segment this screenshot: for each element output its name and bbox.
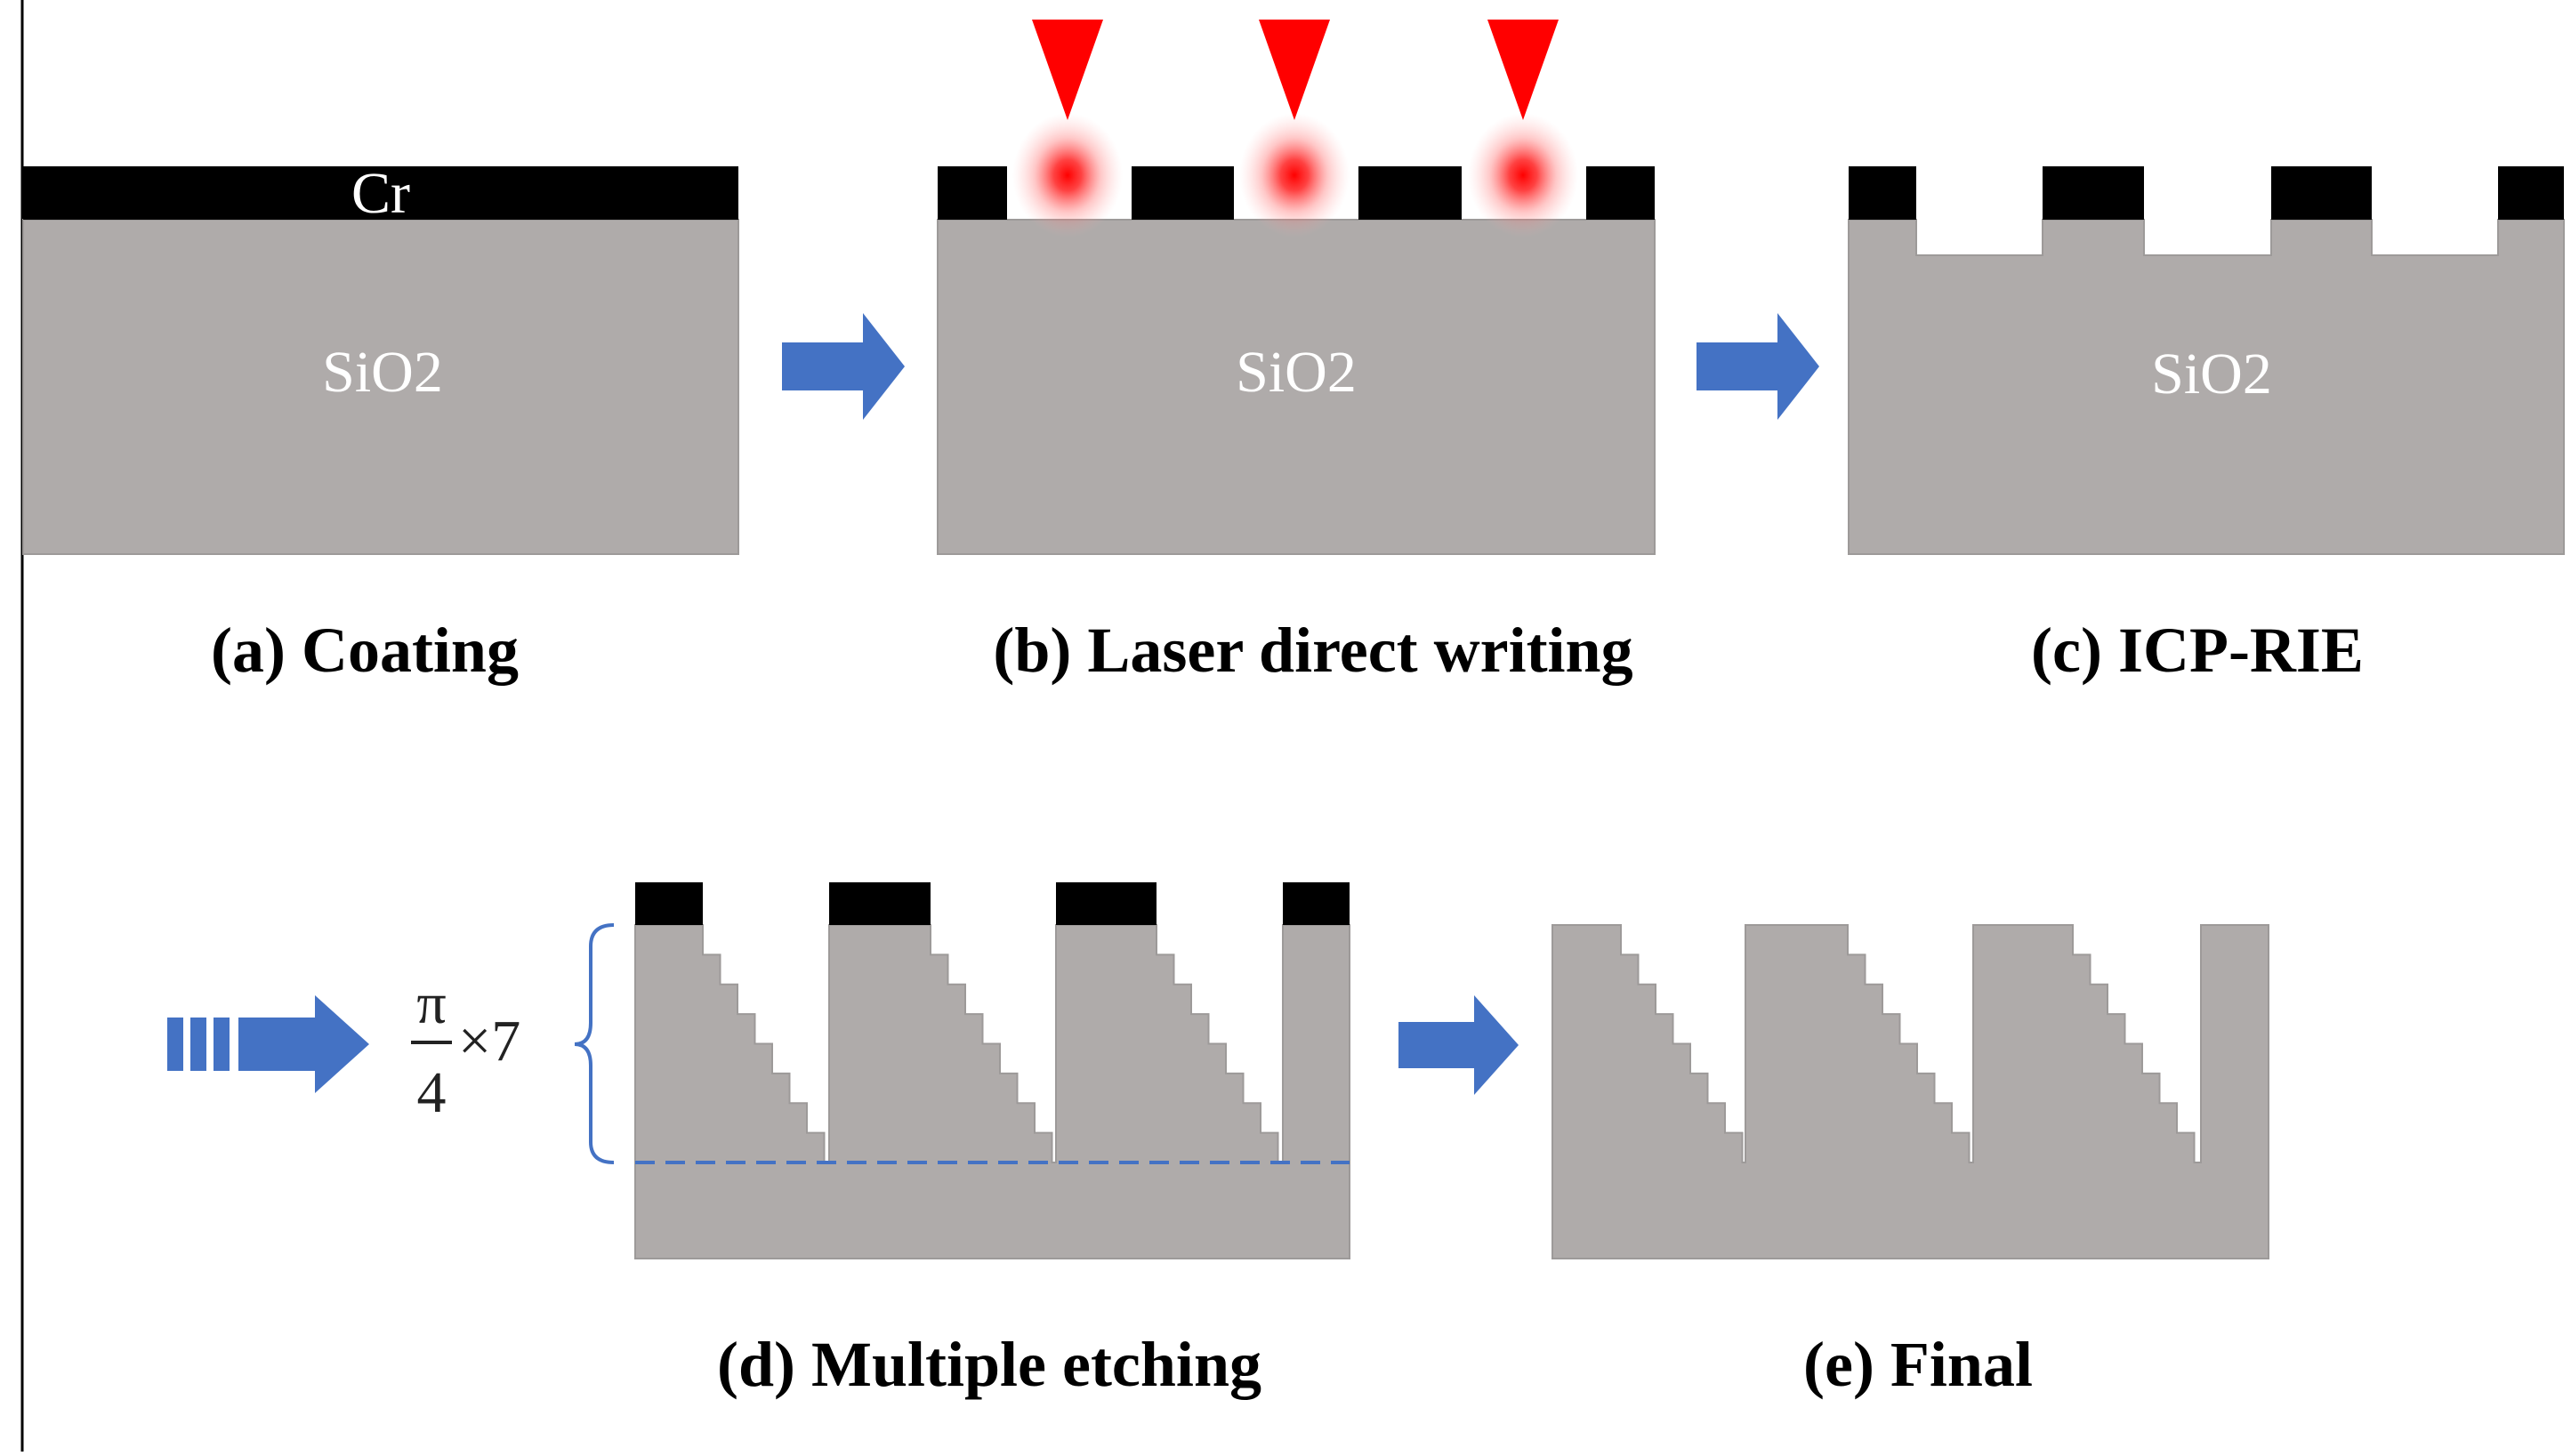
- etch-depth-bracket: [574, 923, 615, 1164]
- laser-spot: [1468, 20, 1578, 237]
- cr-segment: [1358, 166, 1462, 220]
- step-label-a: (a) Coating: [211, 615, 519, 686]
- cr-segment: [938, 166, 1007, 220]
- right-arrow-icon: [1697, 313, 1819, 420]
- panel-icp-rie: SiO2: [1848, 166, 2565, 555]
- sio2-label-b: SiO2: [1236, 340, 1357, 405]
- cr-segment: [1586, 166, 1655, 220]
- down-triangle-icon: [1487, 20, 1559, 120]
- down-triangle-icon: [1032, 20, 1103, 120]
- cr-segment: [1132, 166, 1234, 220]
- panel-laser-writing: SiO2: [937, 20, 1656, 555]
- cr-layer: [23, 166, 738, 220]
- step-label-d: (d) Multiple etching: [717, 1329, 1261, 1400]
- cr-segment: [1056, 882, 1157, 925]
- panel-multiple-etching: [634, 882, 1350, 1259]
- laser-spot: [1239, 20, 1350, 237]
- cr-segment: [1849, 166, 1916, 220]
- step-label-e: (e) Final: [1803, 1329, 2033, 1400]
- dashed-right-arrow-icon: [167, 995, 369, 1093]
- cr-segment: [635, 882, 703, 925]
- equation-numerator: π: [416, 971, 446, 1036]
- right-arrow-icon: [782, 313, 905, 420]
- panel-final: [1551, 924, 2269, 1259]
- sio2-substrate: [22, 219, 739, 555]
- panel-coating: Cr SiO2: [22, 161, 739, 555]
- laser-spot: [1012, 20, 1123, 237]
- sio2-label-a: SiO2: [322, 340, 443, 405]
- cr-segment: [2271, 166, 2372, 220]
- cr-label: Cr: [351, 161, 410, 226]
- sio2-label-c: SiO2: [2151, 342, 2272, 406]
- staircase-sio2-substrate: [634, 924, 1350, 1259]
- cr-segment: [829, 882, 931, 925]
- right-arrow-icon: [1398, 995, 1519, 1095]
- cr-segment: [1283, 882, 1350, 925]
- equation-multiplier: ×7: [458, 1009, 520, 1074]
- down-triangle-icon: [1259, 20, 1330, 120]
- sio2-substrate: [937, 219, 1656, 555]
- step-label-b: (b) Laser direct writing: [993, 615, 1632, 686]
- cr-segment: [2043, 166, 2144, 220]
- cr-segment: [2498, 166, 2564, 220]
- step-label-c: (c) ICP-RIE: [2031, 615, 2364, 686]
- equation-denominator: 4: [417, 1060, 447, 1125]
- phase-equation: π 4 ×7: [411, 971, 520, 1125]
- final-blazed-grating-substrate: [1551, 924, 2269, 1259]
